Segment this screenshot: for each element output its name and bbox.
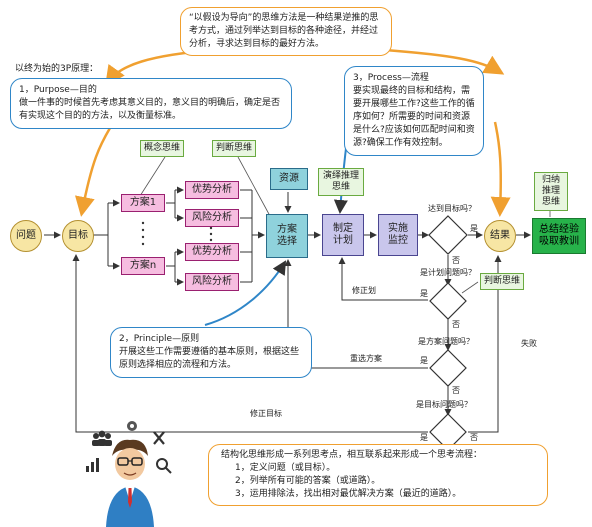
note-deductive-thinking: 演绎推理思维: [318, 168, 364, 196]
people-icon: [92, 430, 112, 446]
label-plan-problem: 是计划问题吗？: [420, 268, 476, 277]
label-fix-plan: 修正划: [352, 286, 376, 295]
note-judgment-thinking: 判断思维: [212, 140, 257, 157]
advantage-analysis-box: 优势分析: [185, 181, 239, 199]
label-goal-problem: 是目标问题吗？: [416, 400, 472, 409]
goal-node: 目标: [62, 220, 94, 252]
principle-callout: 2，Principle—原则 开展这些工作需要遵循的基本原则，根据这些原则选择相…: [110, 327, 312, 378]
thinking-man-icon: [106, 439, 154, 527]
top-callout: “以假设为导向”的思维方法是一种结果逆推的思考方式，通过列举达到目标的各种途径，…: [180, 7, 392, 56]
label-no-3: 否: [452, 386, 460, 395]
label-yes-4: 是: [420, 433, 428, 442]
plan-n-box: 方案n: [121, 257, 165, 275]
decision-scheme: [429, 349, 467, 387]
resource-box: 资源: [270, 168, 308, 190]
choose-scheme-box: 方案选择: [266, 214, 308, 258]
decision-reached: [428, 215, 468, 255]
label-reselect-scheme: 重选方案: [350, 354, 382, 363]
chart-icon: [86, 458, 99, 472]
decision-plan: [429, 282, 467, 320]
summary-box: 总结经验吸取教训: [532, 218, 586, 254]
thinking-man-figure: [70, 420, 190, 527]
note-judgment-thinking-2: 判断思维: [480, 273, 525, 290]
bottom-callout: 结构化思维形成一系列思考点，相互联系起来形成一个思考流程： 1，定义问题（或目标…: [208, 444, 548, 506]
make-plan-box: 制定计划: [322, 214, 364, 256]
risk-analysis-box: 风险分析: [185, 209, 239, 227]
tools-icon: [153, 431, 165, 445]
plan-1-box: 方案1: [121, 194, 165, 212]
implement-monitor-box: 实施监控: [378, 214, 418, 256]
problem-node: 问题: [10, 220, 42, 252]
label-yes-1: 是: [470, 224, 478, 233]
label-fail: 失败: [521, 339, 537, 348]
label-yes-3: 是: [420, 356, 428, 365]
label-reached-goal: 达到目标吗？: [428, 204, 476, 213]
gear-icon: [127, 421, 137, 431]
note-inductive-thinking: 归纳推理思维: [534, 172, 568, 211]
label-yes-2: 是: [420, 289, 428, 298]
note-concept-thinking: 概念思维: [140, 140, 185, 157]
label-scheme-problem: 是方案问题吗？: [418, 337, 474, 346]
advantage-analysis-box-2: 优势分析: [185, 243, 239, 261]
label-no-4: 否: [470, 433, 478, 442]
purpose-callout: 1，Purpose—目的 做一件事的时候首先考虑其意义目的，意义目的明确后，确定…: [10, 78, 292, 129]
label-no-2: 否: [452, 320, 460, 329]
magnifier-icon: [156, 458, 172, 474]
label-fix-goal: 修正目标: [250, 409, 282, 418]
intro-label: 以终为始的3P原理：: [15, 64, 99, 74]
result-node: 结果: [484, 220, 516, 252]
label-no-1: 否: [452, 256, 460, 265]
process-callout: 3，Process—流程 要实现最终的目标和结构，需要开展哪些工作?这些工作的循…: [344, 66, 484, 156]
risk-analysis-box-2: 风险分析: [185, 273, 239, 291]
